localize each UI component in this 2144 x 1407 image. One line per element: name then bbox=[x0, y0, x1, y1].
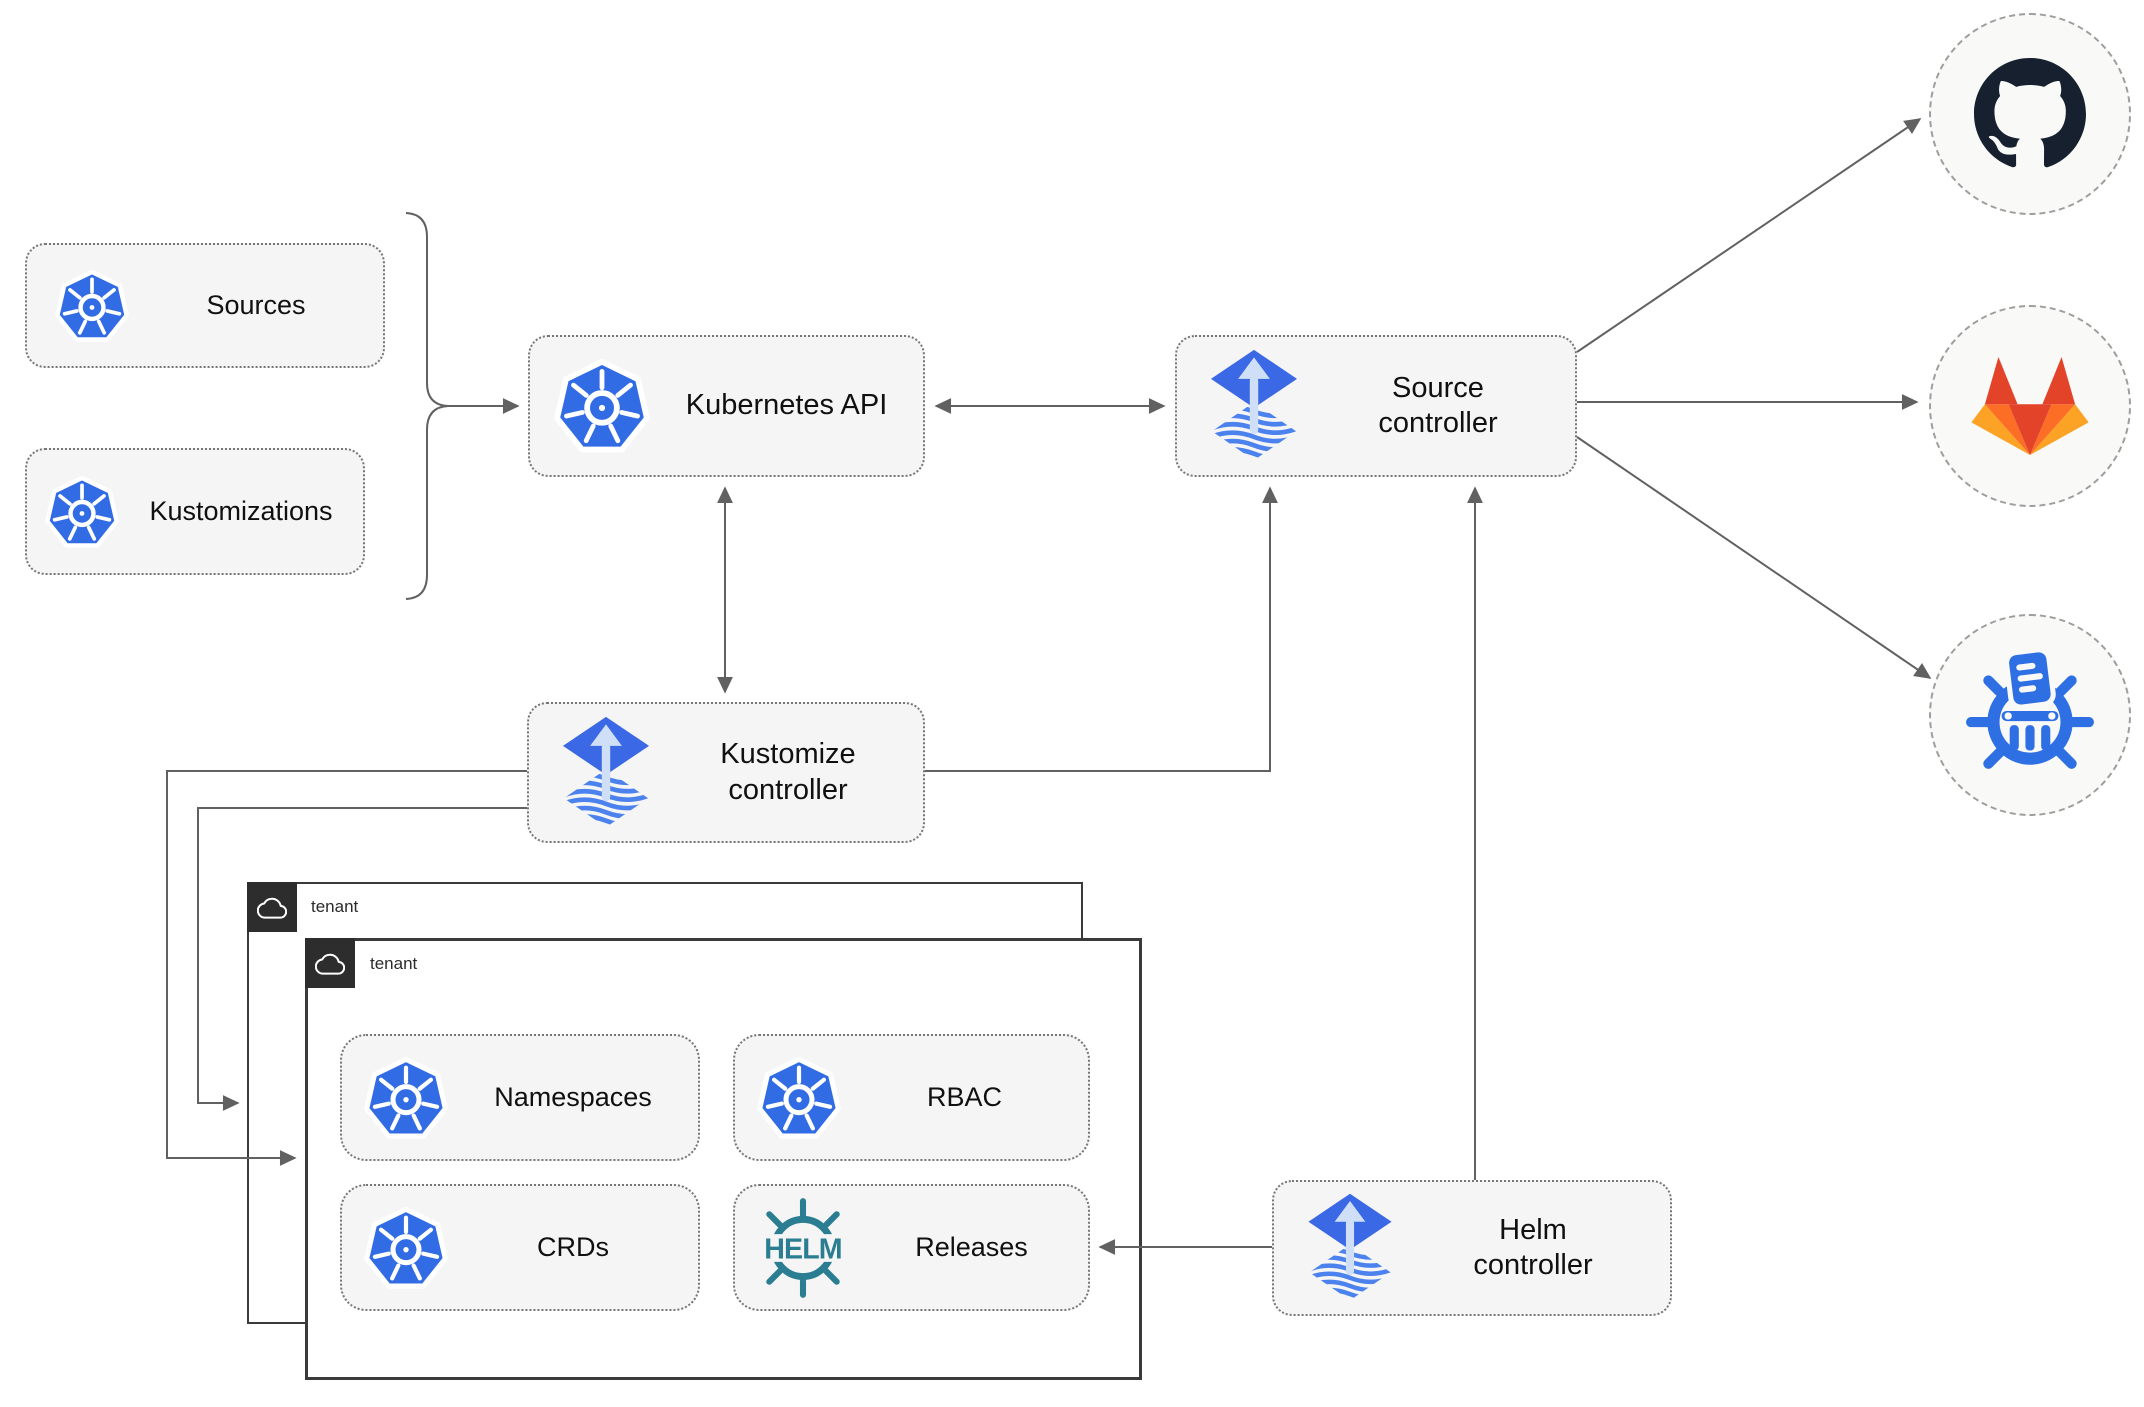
kubernetes-icon bbox=[45, 475, 119, 549]
node-crds: CRDs bbox=[340, 1184, 700, 1311]
tenant-label: tenant bbox=[370, 954, 418, 973]
flux-icon bbox=[559, 715, 653, 831]
node-label: Kustomizations bbox=[149, 496, 333, 527]
node-source-controller: Source controller bbox=[1175, 335, 1577, 477]
node-helm-controller: Helm controller bbox=[1272, 1180, 1672, 1316]
kubernetes-icon bbox=[757, 1056, 841, 1140]
edge-source-to-github bbox=[1576, 118, 1922, 353]
kubernetes-icon bbox=[364, 1206, 448, 1290]
tenant-label: tenant bbox=[311, 897, 359, 916]
helm-wordmark: HELM bbox=[764, 1233, 842, 1265]
edge-source-to-chart-repository bbox=[1576, 436, 1932, 679]
node-label: Kustomize controller bbox=[720, 738, 856, 806]
node-kubernetes-api: Kubernetes API bbox=[528, 335, 925, 477]
tenant-corner-badge bbox=[305, 938, 355, 988]
helm-icon: HELM bbox=[751, 1196, 855, 1300]
cloud-icon bbox=[315, 953, 345, 975]
node-namespaces: Namespaces bbox=[340, 1034, 700, 1161]
github-icon bbox=[1974, 58, 2086, 168]
flux-icon bbox=[1304, 1192, 1396, 1304]
node-rbac: RBAC bbox=[733, 1034, 1090, 1161]
chartmuseum-icon bbox=[1966, 649, 2094, 769]
edge-kustomize-to-source-controller bbox=[925, 486, 1278, 772]
kubernetes-icon bbox=[55, 269, 129, 343]
tenant-corner-badge bbox=[247, 882, 297, 932]
bracket-sources-group bbox=[405, 212, 449, 600]
node-label: Kubernetes API bbox=[685, 389, 888, 422]
cloud-icon bbox=[257, 897, 287, 919]
node-sources: Sources bbox=[25, 243, 385, 368]
flux-icon bbox=[1207, 348, 1301, 464]
node-label: CRDs bbox=[537, 1232, 609, 1263]
kubernetes-icon bbox=[364, 1056, 448, 1140]
node-label: RBAC bbox=[926, 1082, 1002, 1113]
kubernetes-icon bbox=[554, 358, 650, 454]
node-releases: HELM Releases bbox=[733, 1184, 1090, 1311]
endpoint-chart-repository bbox=[1929, 614, 2131, 816]
endpoint-gitlab bbox=[1929, 305, 2131, 507]
gitlab-icon bbox=[1971, 356, 2089, 456]
endpoint-github bbox=[1929, 13, 2131, 215]
node-label: Helm controller bbox=[1473, 1213, 1593, 1281]
node-label: Namespaces bbox=[494, 1082, 652, 1113]
node-label: Source controller bbox=[1378, 371, 1498, 439]
node-label: Sources bbox=[206, 290, 306, 321]
node-label: Releases bbox=[915, 1232, 1028, 1263]
node-kustomize-controller: Kustomize controller bbox=[527, 702, 925, 843]
node-kustomizations: Kustomizations bbox=[25, 448, 365, 575]
